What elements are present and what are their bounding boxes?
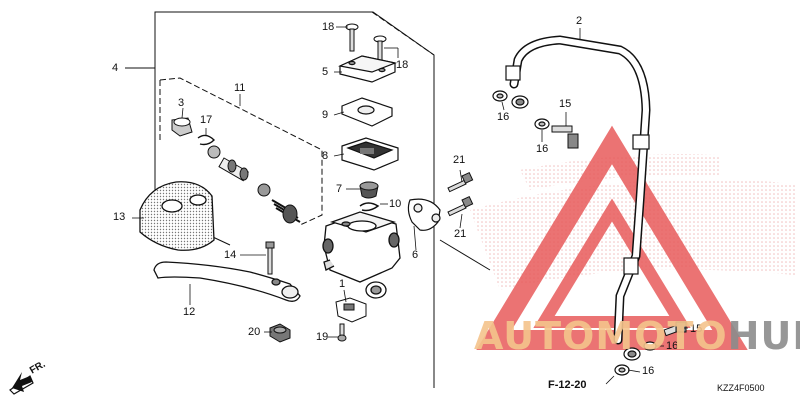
washer-16-a (492, 90, 508, 102)
callout-8: 8 (322, 150, 329, 162)
diaphragm (341, 137, 399, 171)
watermark-triangle (476, 125, 748, 350)
callout-14: 14 (224, 249, 237, 261)
callout-7: 7 (336, 183, 343, 195)
screw-18-upper (345, 23, 359, 52)
callout-16-a: 16 (497, 111, 510, 123)
brake-hose-2 (509, 35, 651, 345)
callout-4: 4 (112, 62, 119, 74)
callout-1: 1 (339, 278, 346, 290)
callout-9: 9 (322, 109, 329, 121)
callout-11: 11 (234, 82, 246, 94)
callout-15-lower: 15 (690, 323, 703, 335)
reservoir-cap (338, 55, 398, 83)
oil-bolt-15-lower (663, 321, 687, 337)
front-direction-arrow-icon (9, 372, 34, 395)
circlip-17 (197, 134, 215, 146)
callout-10: 10 (389, 198, 402, 210)
callout-21-lower: 21 (454, 228, 467, 240)
nut-20 (269, 323, 291, 343)
brake-lever-12 (153, 261, 301, 302)
callout-5: 5 (322, 66, 329, 78)
callout-13: 13 (113, 211, 126, 223)
master-cylinder-body (322, 211, 401, 299)
callout-16-b: 16 (536, 143, 549, 155)
hose-upper-fitting (505, 65, 529, 109)
circlip-10 (359, 202, 380, 212)
hose-lower-fitting (623, 347, 641, 361)
diaphragm-plate (341, 97, 393, 127)
piston-parts (207, 145, 301, 224)
callout-18-lower: 18 (396, 59, 409, 71)
piston-set-outline (159, 77, 323, 226)
washer-16-b (534, 118, 550, 130)
callout-18-upper: 18 (322, 21, 335, 33)
callout-2: 2 (576, 15, 583, 27)
watermark-text: AUTOMOTOHUB (474, 316, 800, 356)
callout-16-c: 16 (666, 340, 679, 352)
screw-19 (337, 323, 347, 342)
boot-3 (171, 117, 193, 137)
washer-16-d (614, 364, 630, 376)
callout-16-d: 16 (642, 365, 655, 377)
callout-21-upper: 21 (453, 154, 466, 166)
watermark-brand-a: AUTOMOTO (474, 314, 728, 358)
oil-bolt-15-upper (551, 125, 579, 149)
watermark-brand-b: HUB (727, 314, 800, 358)
leader-lines (132, 26, 688, 385)
holder-6 (407, 198, 441, 231)
pivot-bolt-14 (265, 241, 275, 275)
brake-switch (335, 297, 367, 323)
callout-6: 6 (412, 249, 419, 261)
lever-cover-13 (139, 181, 215, 251)
callout-3: 3 (178, 97, 185, 109)
reference-label: F-12-20 (548, 379, 587, 391)
callout-19: 19 (316, 331, 329, 343)
float-7 (359, 181, 379, 199)
callout-15-upper: 15 (559, 98, 572, 110)
bolt-21-upper (447, 171, 474, 193)
callout-17: 17 (200, 114, 213, 126)
callout-20: 20 (248, 326, 261, 338)
callout-12: 12 (183, 306, 196, 318)
part-code: KZZ4F0500 (717, 383, 765, 393)
bolt-21-lower (447, 195, 474, 217)
